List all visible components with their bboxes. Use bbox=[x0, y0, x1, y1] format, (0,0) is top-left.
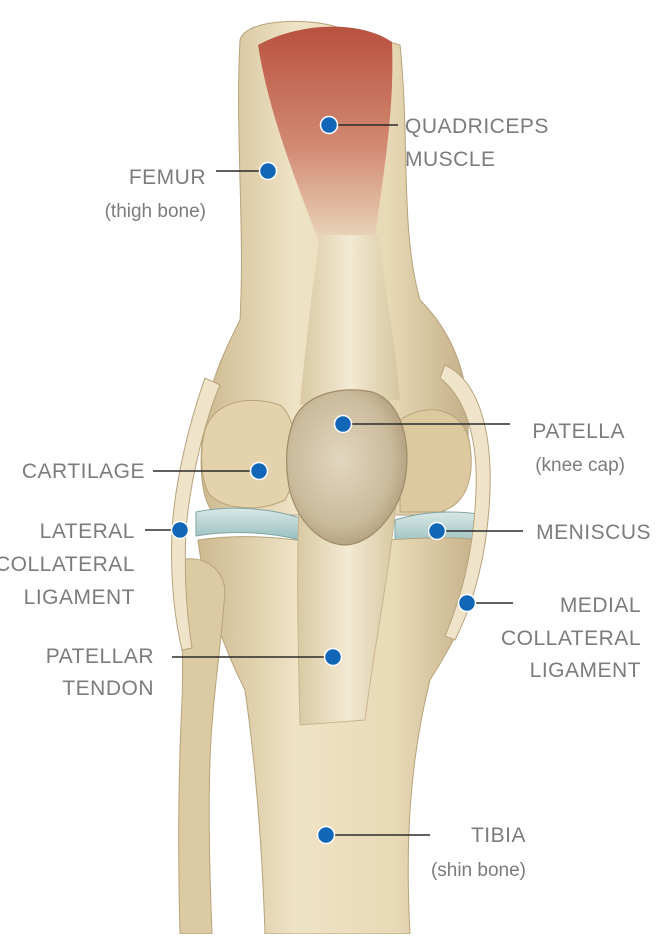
label-medial-collateral-line-3: LIGAMENT bbox=[530, 659, 641, 682]
label-quadriceps-line-2: MUSCLE bbox=[405, 148, 496, 171]
label-cartilage-line-1: CARTILAGE bbox=[22, 460, 145, 483]
marker-dot-icon bbox=[318, 827, 335, 844]
label-tibia-line-2: (shin bone) bbox=[431, 860, 526, 881]
marker-dot-icon bbox=[459, 595, 476, 612]
label-medial-collateral-line-2: COLLATERAL bbox=[501, 627, 641, 650]
label-medial-collateral-line-1: MEDIAL bbox=[560, 594, 641, 617]
label-femur-line-2: (thigh bone) bbox=[105, 201, 206, 222]
label-tibia-line-1: TIBIA bbox=[471, 824, 526, 847]
label-lateral-collateral-line-2: COLLATERAL bbox=[0, 553, 135, 576]
marker-dot-icon bbox=[429, 523, 446, 540]
label-meniscus-line-1: MENISCUS bbox=[536, 521, 651, 544]
label-femur-line-1: FEMUR bbox=[129, 166, 206, 189]
callout-medial-collateral: MEDIAL COLLATERAL LIGAMENT bbox=[459, 594, 642, 682]
callout-lateral-collateral: LATERAL COLLATERAL LIGAMENT bbox=[0, 520, 189, 609]
lateral-condyle-shape bbox=[202, 400, 296, 507]
label-patellar-tendon-line-1: PATELLAR bbox=[46, 645, 154, 668]
label-patellar-tendon-line-2: TENDON bbox=[62, 677, 154, 700]
label-patella-line-1: PATELLA bbox=[532, 420, 625, 443]
label-quadriceps-line-1: QUADRICEPS bbox=[405, 115, 549, 138]
label-lateral-collateral-line-3: LIGAMENT bbox=[24, 586, 135, 609]
marker-dot-icon bbox=[172, 522, 189, 539]
label-lateral-collateral-line-1: LATERAL bbox=[40, 520, 135, 543]
label-patella-line-2: (knee cap) bbox=[535, 455, 625, 476]
marker-dot-icon bbox=[325, 649, 342, 666]
medial-condyle-shape bbox=[400, 410, 471, 512]
marker-dot-icon bbox=[335, 416, 352, 433]
marker-dot-icon bbox=[321, 117, 338, 134]
marker-dot-icon bbox=[251, 463, 268, 480]
marker-dot-icon bbox=[260, 163, 277, 180]
